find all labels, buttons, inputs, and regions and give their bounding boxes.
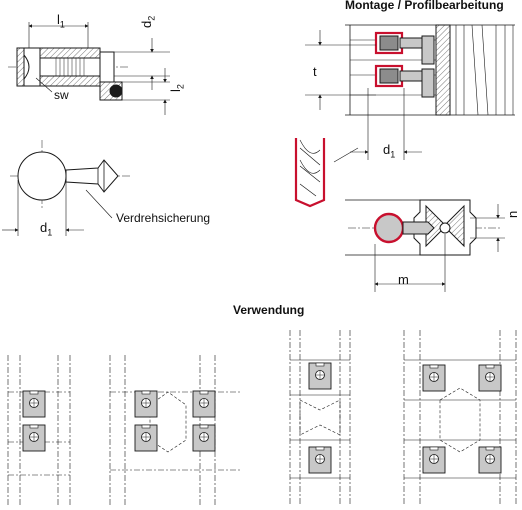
usage-examples bbox=[7, 330, 517, 505]
label-d1-right: d1 bbox=[383, 142, 396, 160]
profile-end-view bbox=[345, 199, 505, 292]
usage-example-2 bbox=[109, 355, 240, 505]
usage-example-1 bbox=[7, 355, 71, 505]
usage-example-3 bbox=[289, 330, 351, 505]
mounting-section-view bbox=[305, 24, 515, 160]
label-l2: l2 bbox=[168, 84, 186, 92]
label-verdrehsicherung: Verdrehsicherung bbox=[116, 211, 211, 225]
label-m: m bbox=[398, 272, 409, 287]
label-l1: l1 bbox=[57, 12, 65, 30]
label-sw: sw bbox=[54, 88, 69, 102]
label-n: n bbox=[505, 210, 520, 218]
top-view-connector bbox=[2, 140, 130, 236]
side-view-connector bbox=[8, 22, 170, 115]
title-verwendung: Verwendung bbox=[233, 303, 305, 317]
label-t: t bbox=[313, 64, 317, 79]
label-d2: d2 bbox=[139, 15, 157, 28]
usage-example-4 bbox=[403, 330, 517, 505]
label-d1-left: d1 bbox=[40, 220, 53, 238]
title-montage: Montage / Profilbearbeitung bbox=[345, 0, 504, 12]
drill-bit bbox=[294, 138, 359, 208]
